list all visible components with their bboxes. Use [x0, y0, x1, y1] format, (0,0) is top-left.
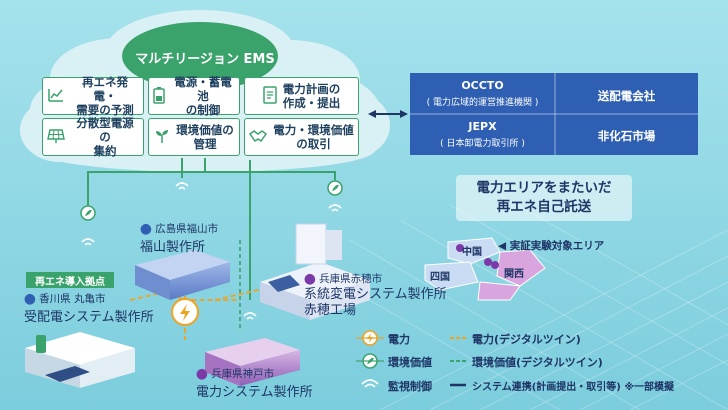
place-label: 兵庫県神戸市 [211, 368, 275, 380]
map-pins [456, 244, 499, 269]
marugame-building [25, 332, 135, 388]
occto-title: OCCTO [461, 79, 504, 92]
pin-icon: ⬤ [140, 223, 152, 235]
site-ako-place: ⬤ 兵庫県赤穂市 [304, 271, 382, 286]
battery-icon [153, 86, 165, 107]
ems-function-label: 電力・環境価値 の取引 [273, 123, 354, 151]
ems-function-label: 分散型電源の 集約 [76, 116, 134, 158]
ems-function-box: 電源・蓄電池 の制御 [148, 75, 240, 117]
legend-env-twin: 環境価値(デジタルツイン) [472, 356, 603, 369]
partner-panel [410, 73, 698, 155]
ems-function-label: 環境価値の 管理 [176, 123, 234, 151]
ems-function-label: 電源・蓄電池 の制御 [174, 75, 232, 117]
fukuyama-building [135, 250, 230, 300]
ems-function-box: 再エネ発電・ 需要の予測 [42, 75, 144, 117]
ems-function-box: 環境価値の 管理 [148, 118, 240, 156]
ems-function-box: 電力・環境価値 の取引 [244, 118, 359, 156]
site-ako-name: 系統変電システム製作所 赤穂工場 [304, 287, 447, 318]
site-kobe-place: ⬤ 兵庫県神戸市 [196, 366, 274, 381]
env-value-lines [87, 158, 336, 300]
jepx-title: JEPX [468, 120, 497, 133]
monitor-signals [81, 182, 342, 320]
tso-label: 送配電会社 [597, 89, 656, 103]
ems-function-box: 電力計画の 作成・提出 [244, 77, 359, 115]
occto-subtitle: ( 電力広域的運営推進機関 ) [426, 98, 539, 108]
place-label: 香川県 丸亀市 [39, 293, 106, 305]
site-fukuyama-name: 福山製作所 [140, 240, 206, 255]
power-hub-icon [171, 298, 199, 326]
kobe-building [205, 338, 300, 386]
ako-building [260, 223, 370, 320]
site-kobe-name: 電力システム製作所 [196, 385, 313, 400]
document-icon [263, 85, 277, 107]
renewable-base-badge: 再エネ導入拠点 [26, 272, 114, 288]
site-marugame-place: ⬤ 香川県 丸亀市 [24, 291, 105, 306]
sprout-icon [154, 128, 170, 147]
solar-panel-icon [47, 128, 65, 147]
handshake-icon [249, 129, 268, 146]
legend-env-value: 環境価値 [388, 356, 432, 369]
ems-function-box: 分散型電源の 集約 [42, 116, 144, 158]
pin-icon: ⬤ [24, 293, 36, 305]
place-label: 広島県福山市 [155, 223, 219, 235]
ems-function-label: 再エネ発電・ 需要の予測 [76, 75, 134, 117]
ems-function-label: 電力計画の 作成・提出 [282, 82, 341, 110]
legend-symbols [356, 330, 466, 388]
site-fukuyama-place: ⬤ 広島県福山市 [140, 221, 218, 236]
region-chugoku: 中国 [462, 247, 482, 258]
legend-monitor: 監視制御 [388, 380, 432, 393]
forecast-chart-icon [47, 87, 65, 106]
system-link-arrow [368, 110, 408, 118]
cross-area-callout: 電力エリアをまたいだ 再エネ自己託送 [456, 175, 632, 221]
legend-system-link: システム連携(計画提出・取引等) ※一部模擬 [472, 382, 675, 393]
pin-icon: ⬤ [304, 273, 316, 285]
jepx-subtitle: ( 日本卸電力取引所 ) [440, 139, 525, 149]
region-kansai: 関西 [504, 269, 524, 280]
legend-power: 電力 [388, 333, 410, 346]
region-map [424, 237, 546, 301]
non-fossil-market-label: 非化石市場 [597, 129, 656, 143]
ems-title: マルチリージョン EMS [135, 52, 275, 67]
place-label: 兵庫県赤穂市 [319, 273, 383, 285]
callout-text: 電力エリアをまたいだ 再エネ自己託送 [476, 180, 612, 215]
region-shikoku: 四国 [430, 272, 450, 283]
map-legend-label: 実証実験対象エリア [509, 240, 605, 252]
map-legend: ◀ 実証実験対象エリア [498, 240, 605, 252]
site-marugame-name: 受配電システム製作所 [24, 310, 154, 325]
env-leaf-badges [80, 180, 343, 221]
legend-power-twin: 電力(デジタルツイン) [472, 333, 581, 346]
pin-icon: ⬤ [196, 368, 208, 380]
